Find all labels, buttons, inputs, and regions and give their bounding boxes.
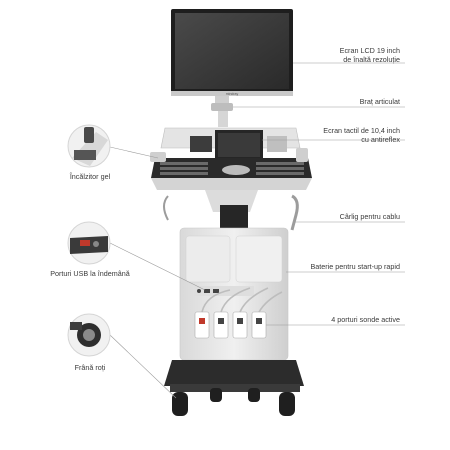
label-lcd-screen: Ecran LCD 19 inch de înaltă rezoluție — [318, 46, 400, 64]
callout-lines — [109, 62, 405, 399]
front-left-wheel — [172, 392, 188, 416]
articulated-arm — [211, 96, 233, 127]
usb-port-1 — [197, 289, 201, 293]
brake-detail — [67, 313, 111, 357]
label-probe-ports: 4 porturi sonde active — [331, 315, 400, 324]
gel-warmer-detail — [67, 124, 111, 168]
usb-port-2 — [204, 289, 210, 293]
gel-warmer — [150, 152, 166, 162]
label-battery: Baterie pentru start-up rapid — [310, 262, 401, 271]
main-body — [179, 227, 289, 361]
label-wheel-brake: Frână roți — [74, 363, 106, 372]
lcd-monitor: mindray — [171, 9, 293, 96]
usb-detail — [67, 221, 111, 265]
control-panel — [150, 127, 312, 190]
label-touch-line2: cu antireflex — [361, 135, 400, 144]
probe-ports — [194, 287, 283, 339]
monitor-brand: mindray — [226, 92, 239, 96]
label-arm: Braț articulat — [359, 97, 400, 106]
label-usb-ports: Porturi USB la îndemână — [50, 269, 130, 278]
label-touch-screen: Ecran tactil de 10,4 inch cu antireflex — [318, 126, 400, 144]
label-lcd-line1: Ecran LCD 19 inch — [339, 46, 400, 55]
label-touch-line1: Ecran tactil de 10,4 inch — [323, 126, 400, 135]
front-right-wheel — [279, 392, 295, 416]
label-lcd-line2: de înaltă rezoluție — [343, 55, 400, 64]
wheel-base — [164, 360, 304, 416]
cable-hook — [163, 194, 299, 231]
label-gel-warmer: Încălzitor gel — [69, 172, 111, 181]
label-cable-hook: Cârlig pentru cablu — [339, 212, 400, 221]
